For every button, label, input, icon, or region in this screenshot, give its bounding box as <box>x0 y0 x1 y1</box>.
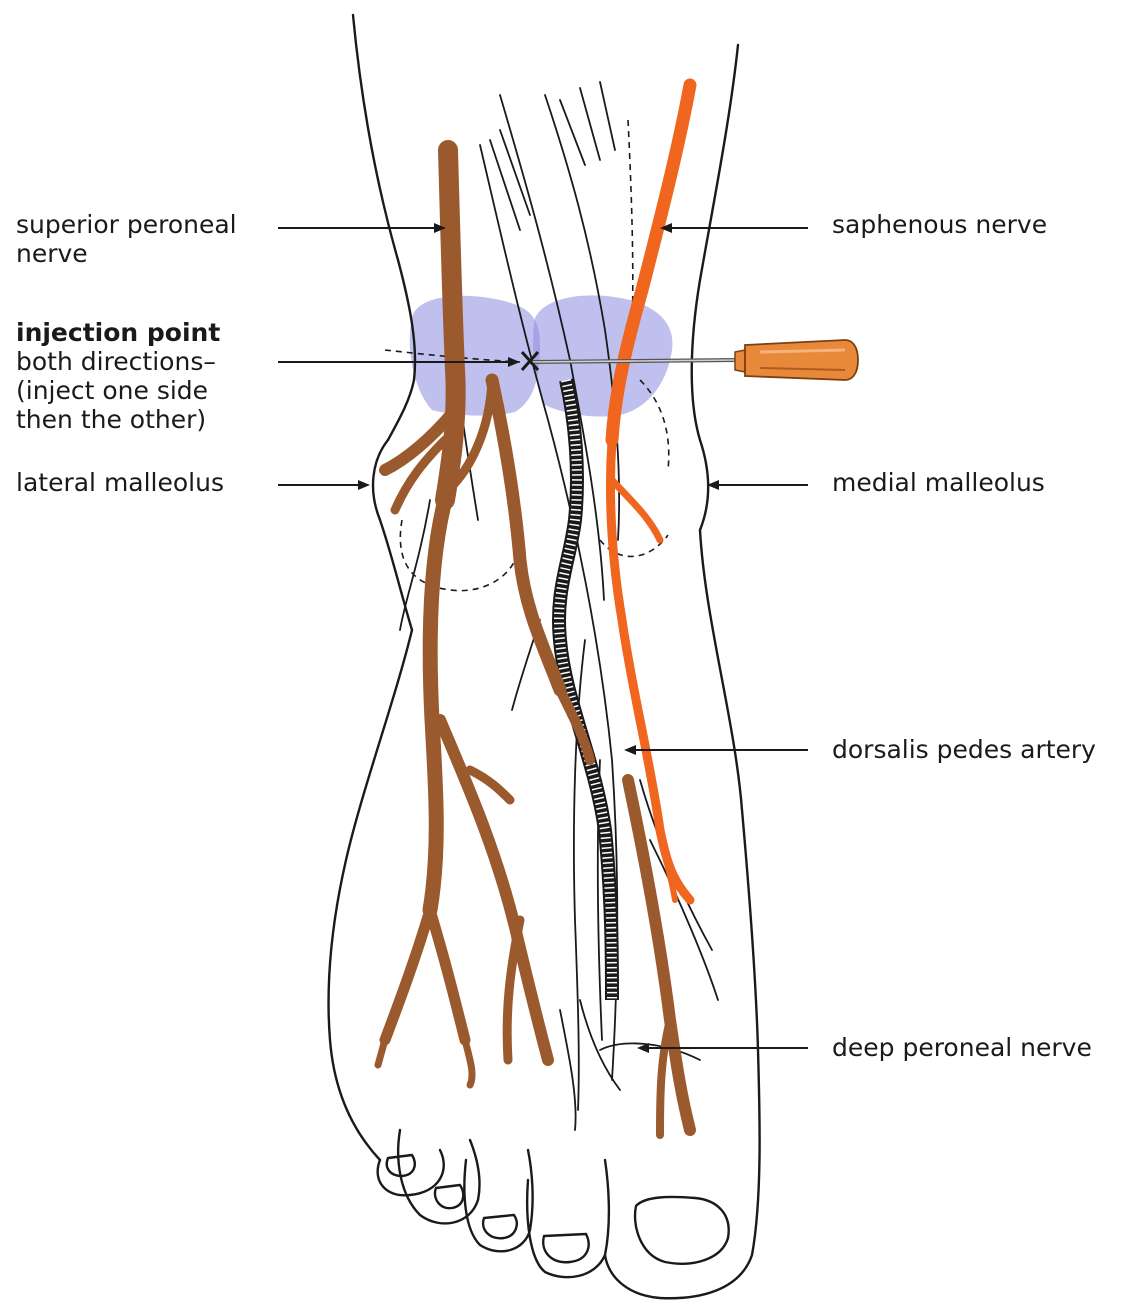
leader-saphenous <box>660 223 808 233</box>
label-superior-peroneal-line2: nerve <box>16 239 237 268</box>
label-lateral-malleolus: lateral malleolus <box>16 468 224 497</box>
label-deep-peroneal-nerve: deep peroneal nerve <box>832 1033 1092 1062</box>
leader-superior-peroneal <box>278 223 446 233</box>
leader-lateral-malleolus <box>278 480 370 490</box>
injection-point-line1: both directions– <box>16 347 220 376</box>
label-medial-malleolus: medial malleolus <box>832 468 1045 497</box>
label-saphenous-nerve: saphenous nerve <box>832 210 1047 239</box>
label-superior-peroneal-line1: superior peroneal <box>16 210 237 239</box>
label-injection-point: injection point both directions– (inject… <box>16 318 220 434</box>
saphenous-nerve <box>610 85 690 900</box>
leader-dorsalis <box>624 745 808 755</box>
injection-point-title: injection point <box>16 318 220 347</box>
label-dorsalis-pedes-artery: dorsalis pedes artery <box>832 735 1096 764</box>
injection-point-line3: then the other) <box>16 405 220 434</box>
leader-medial-malleolus <box>707 480 808 490</box>
injection-point-line2: (inject one side <box>16 376 220 405</box>
label-superior-peroneal-nerve: superior peroneal nerve <box>16 210 237 268</box>
